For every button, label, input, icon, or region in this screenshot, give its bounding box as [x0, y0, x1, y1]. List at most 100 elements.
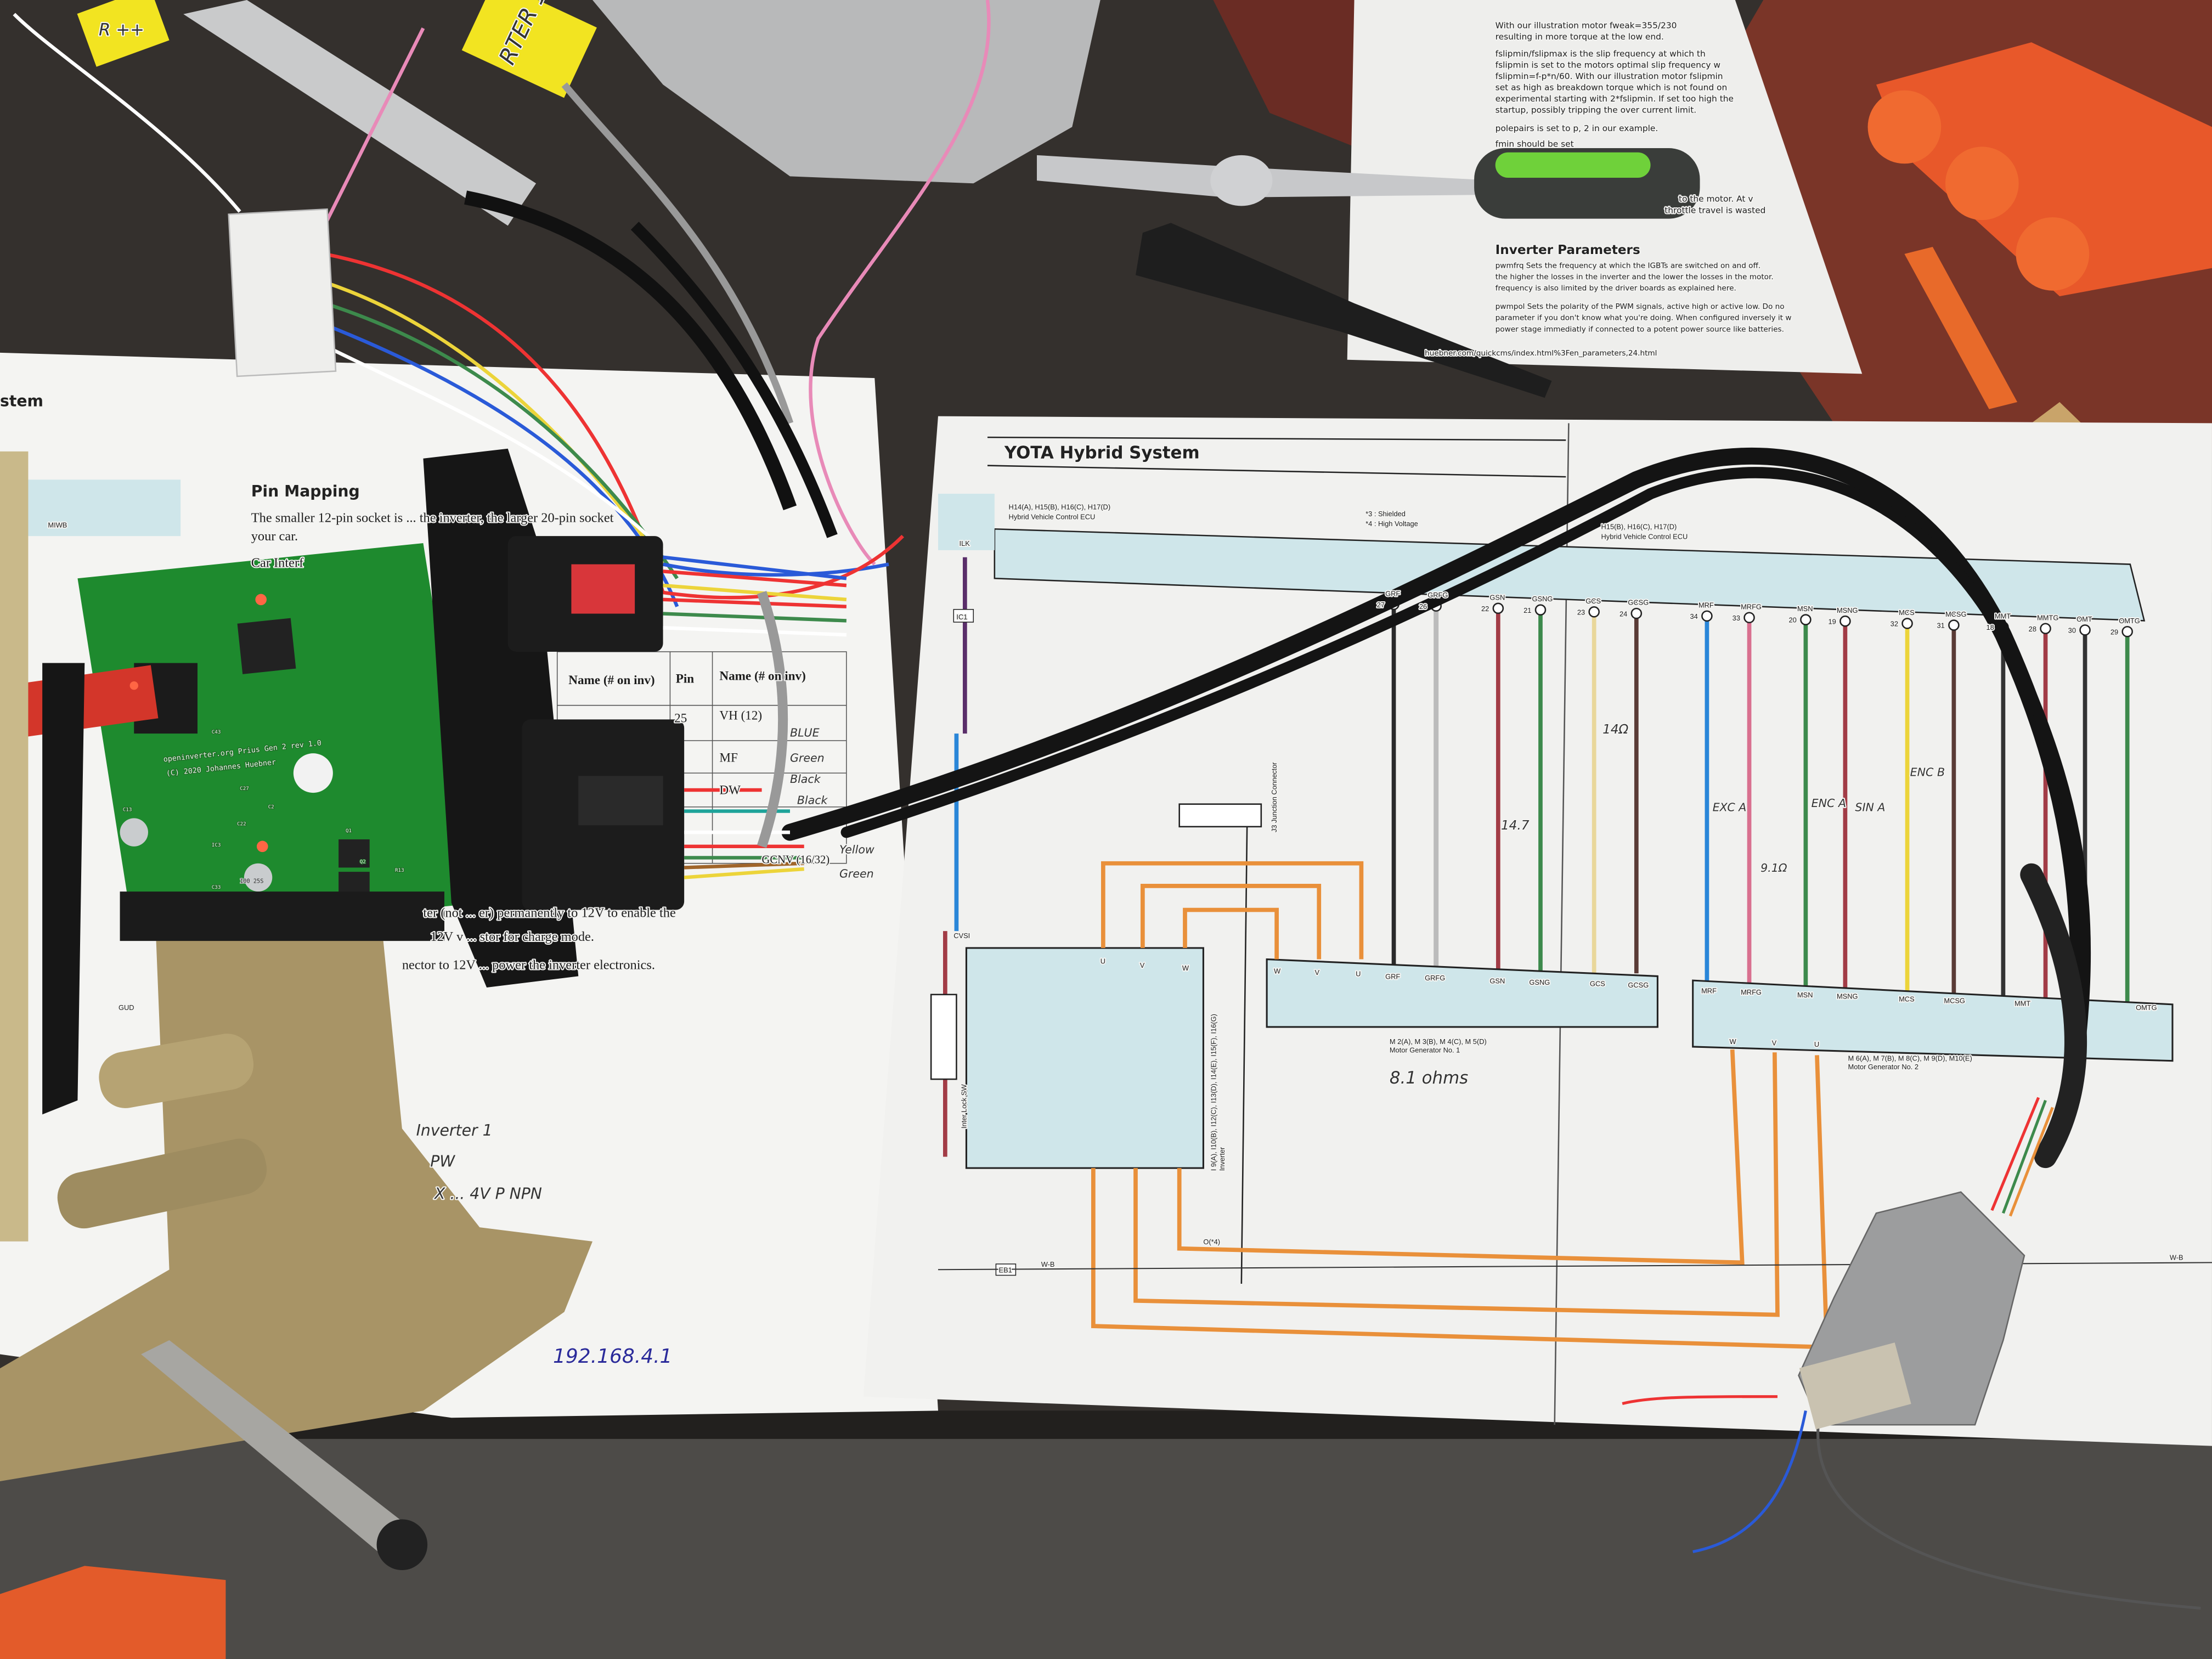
pin-name: MRF	[1699, 601, 1714, 609]
enc-a-note: ENC A	[1812, 797, 1846, 810]
intro-line: With our illustration motor fweak=355/23…	[1496, 20, 1677, 30]
pin-number: 28	[2029, 625, 2036, 633]
pin-number: 27	[1377, 601, 1385, 609]
ground-wire	[1240, 826, 1248, 1284]
hv-wire	[1101, 861, 1364, 960]
ic1-box	[953, 609, 974, 623]
vise-handle	[141, 1340, 424, 1566]
top-document-intro: With our illustration motor fweak=355/23…	[1494, 19, 1767, 216]
pin-terminal	[1534, 604, 1547, 616]
ip-address-note: 192.168.4.1	[553, 1345, 672, 1368]
transmission-housing	[592, 0, 1101, 184]
mg1-pin: GCS	[1590, 979, 1605, 988]
mg2-connector: M 6(A), M 7(B), M 8(C), M 9(D), M10(E)	[1848, 1054, 1972, 1063]
tape-label-left-text: R ++	[99, 20, 144, 40]
resist-note: 14Ω	[1602, 723, 1628, 737]
mg2-phase: U	[1814, 1040, 1819, 1048]
pcb-ref: Q2	[360, 859, 366, 865]
pcb-ref: R13	[395, 867, 404, 873]
pcb-ref: C33	[212, 884, 221, 890]
pin-name: GRF	[1385, 589, 1400, 597]
pin-number: 19	[1829, 617, 1836, 625]
title-rule	[987, 436, 1566, 441]
pcb-cap-label: 100 25S	[240, 878, 263, 885]
pin-number: 34	[1690, 612, 1698, 620]
diagram-note: *3 : Shielded	[1365, 510, 1406, 518]
pin-name: MRFG	[1741, 602, 1762, 611]
mg1-resistance-note: 8.1 ohms	[1390, 1068, 1468, 1088]
yellow-tape-label	[461, 0, 597, 98]
intro-line: polepairs is set to p, 2 in our example.	[1496, 123, 1658, 133]
intro-line: set as high as breakdown torque which is…	[1496, 83, 1728, 93]
table-header: Name (# on inv)	[719, 669, 805, 683]
mg1-box	[1266, 958, 1658, 1028]
mg2-phase: W	[1730, 1037, 1737, 1046]
pin-terminal	[1901, 618, 1913, 629]
mg1-pin: GCSG	[1628, 981, 1649, 989]
pin-terminal	[1839, 615, 1851, 627]
bracket-arm	[183, 0, 537, 226]
pcb-ref: C2	[268, 804, 274, 810]
hv-tag: O(*4)	[1203, 1238, 1220, 1246]
wire-color-note: Black	[790, 772, 821, 786]
pwmpol-line: power stage immediatly if connected to a…	[1496, 325, 1784, 334]
orange-clamp	[0, 1566, 226, 1659]
pcb-ref: Q1	[346, 828, 352, 834]
harness-wires	[13, 0, 991, 607]
mg2-pin: MSNG	[1837, 992, 1858, 1001]
intro-line: experimental starting with 2*fslipmin. I…	[1496, 94, 1734, 104]
mg1-pin: U	[1356, 969, 1361, 978]
eb1-label: EB1	[999, 1266, 1012, 1274]
probe-rail	[0, 451, 29, 1242]
doc-bottom-line: 12V v ... stor for charge mode.	[430, 929, 594, 944]
connector-lock-red	[571, 564, 635, 614]
pin-name: MMTG	[2037, 613, 2058, 622]
wire-color-note: Green	[839, 867, 874, 880]
white-connector-top	[228, 208, 337, 377]
mg2-pin-labels: MRF MRFG MSN MSNG MCS MCSG MMT OMTG W V …	[1700, 985, 2158, 1049]
coil-boot	[1945, 146, 2019, 221]
left-doc-edge-title: stem	[0, 392, 43, 410]
wire-color-note: Green	[790, 752, 825, 765]
mg1-pin: GSNG	[1529, 978, 1550, 986]
inverter-note: Inverter 1 PW X ... 4V P NPN	[415, 1120, 544, 1204]
pin-terminal	[1701, 610, 1713, 622]
title-rule	[987, 465, 1566, 478]
hv-orange-wires	[1091, 861, 1829, 1350]
mg1-pin: W	[1274, 967, 1281, 975]
left-diagram-band	[0, 479, 181, 537]
diagram-note: *4 : High Voltage	[1365, 520, 1418, 528]
pwmfrq-line: frequency is also limited by the driver …	[1496, 284, 1736, 293]
pin-terminal	[1800, 614, 1812, 625]
inverter-phase: V	[1140, 961, 1145, 969]
inverter-note-line: Inverter 1	[416, 1121, 493, 1139]
vise-handle-knob	[376, 1519, 428, 1570]
pin-name: GCSG	[1628, 599, 1649, 607]
pin-mapping-heading: Pin Mapping	[251, 482, 360, 500]
fragment-line: throttle travel is wasted	[1664, 205, 1765, 215]
table-header: Name (# on inv)	[568, 673, 654, 687]
capacitor	[120, 818, 148, 847]
test-probe	[42, 663, 85, 1115]
resist-note: 14.7	[1501, 819, 1530, 833]
status-led	[256, 840, 268, 853]
pin-number: 30	[2068, 627, 2076, 635]
pin-name: MCS	[1899, 608, 1915, 617]
inverter-parameters-heading: Inverter Parameters	[1496, 243, 1640, 257]
mg2-pin: MCS	[1899, 995, 1915, 1003]
junction-label: J3 Junction Connector	[1270, 762, 1278, 833]
orange-tool-handle	[1904, 246, 2018, 409]
wire-color-note: Yellow	[839, 843, 874, 856]
pin-number: 22	[1481, 605, 1489, 613]
brass-vise	[0, 917, 592, 1481]
pwmfrq-line: pwmfrq Sets the frequency at which the I…	[1496, 262, 1761, 270]
ecu-band-left	[938, 493, 995, 550]
inverter-note-line: X ... 4V P NPN	[433, 1185, 542, 1203]
mg2-phase: V	[1772, 1039, 1777, 1047]
pwm-params: pwmfrq Sets the frequency at which the I…	[1424, 261, 1792, 359]
mg1-name: Motor Generator No. 1	[1390, 1046, 1460, 1054]
table-cell: VH (12)	[719, 708, 762, 723]
hv-wire	[1140, 883, 1322, 960]
